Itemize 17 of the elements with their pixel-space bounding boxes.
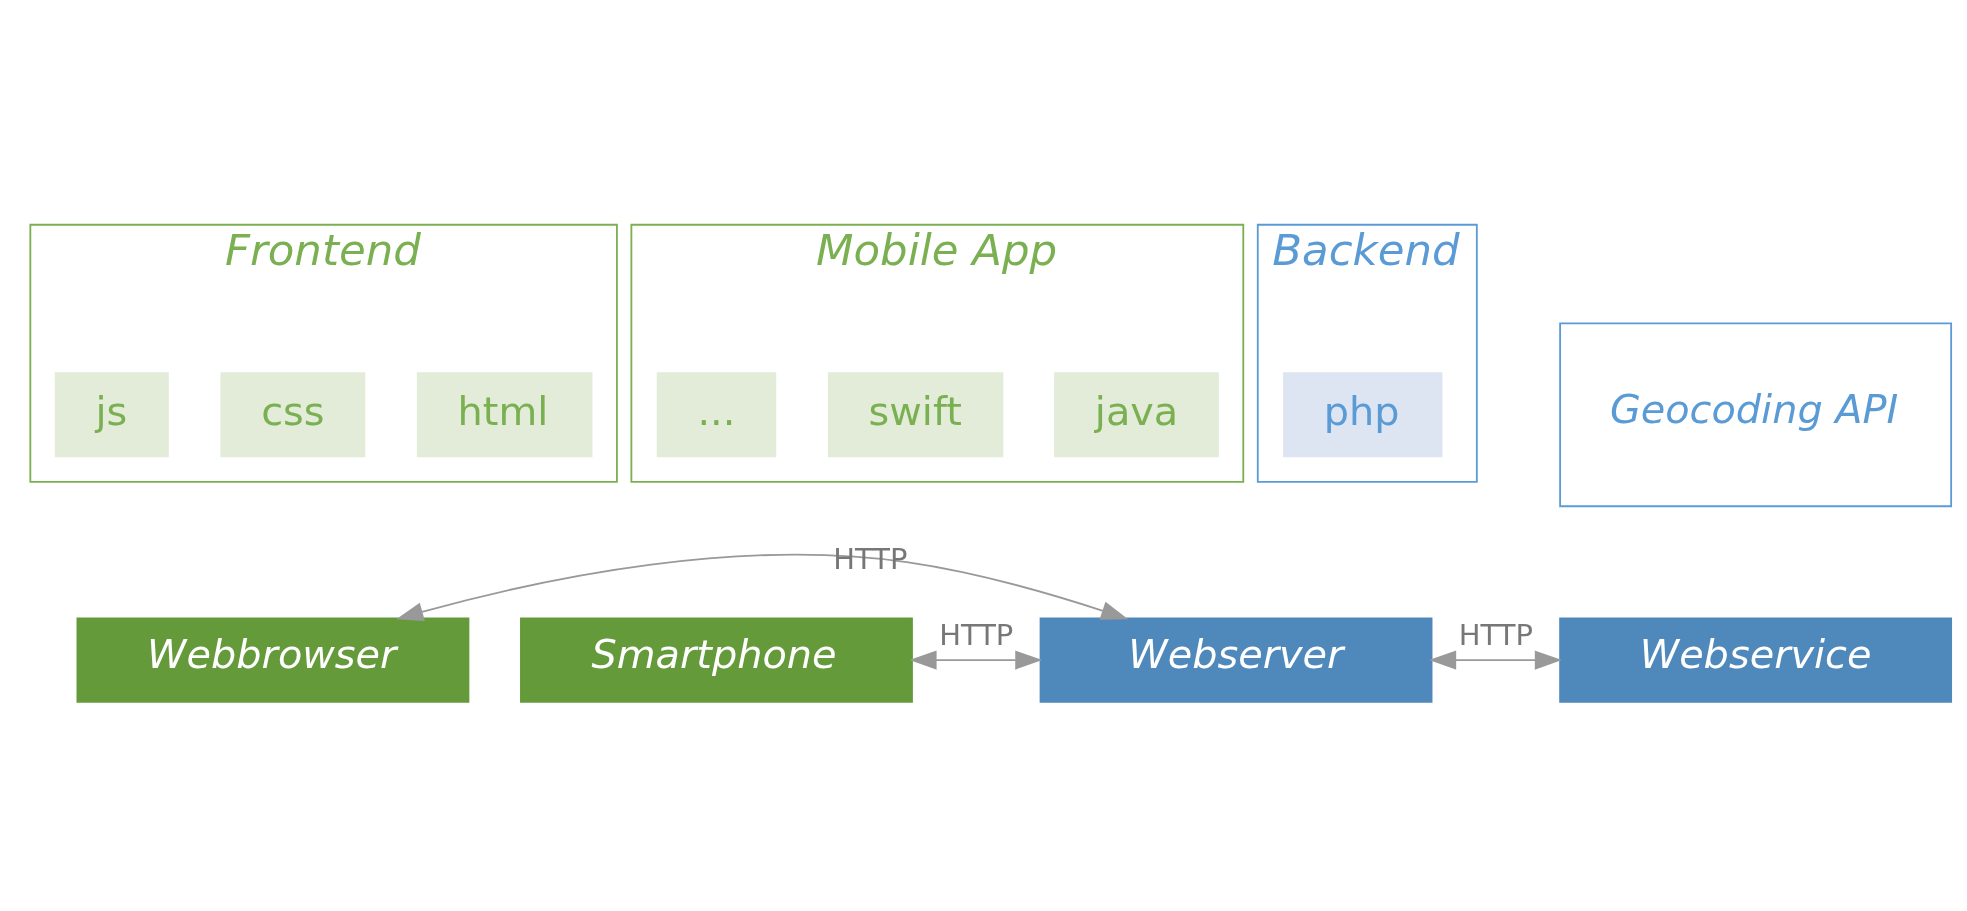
node-box: swift xyxy=(827,371,1004,457)
arrow xyxy=(909,650,1043,670)
node-box: java xyxy=(1054,371,1219,457)
arrow xyxy=(396,553,1129,621)
edge-label: HTTP xyxy=(1458,617,1533,652)
node-box: html xyxy=(416,371,593,457)
node-box: Webservice xyxy=(1559,617,1953,703)
node-box: js xyxy=(54,371,169,457)
node-box: ... xyxy=(656,371,777,457)
node-box: css xyxy=(220,371,366,457)
node-box: Geocoding API xyxy=(1559,322,1953,507)
node-box: Webserver xyxy=(1039,617,1433,703)
node-box: Smartphone xyxy=(520,617,913,703)
arrow xyxy=(1429,650,1562,670)
edge-label: HTTP xyxy=(939,617,1014,652)
node-box: php xyxy=(1283,371,1443,457)
node-box: Webbrowser xyxy=(76,617,470,703)
